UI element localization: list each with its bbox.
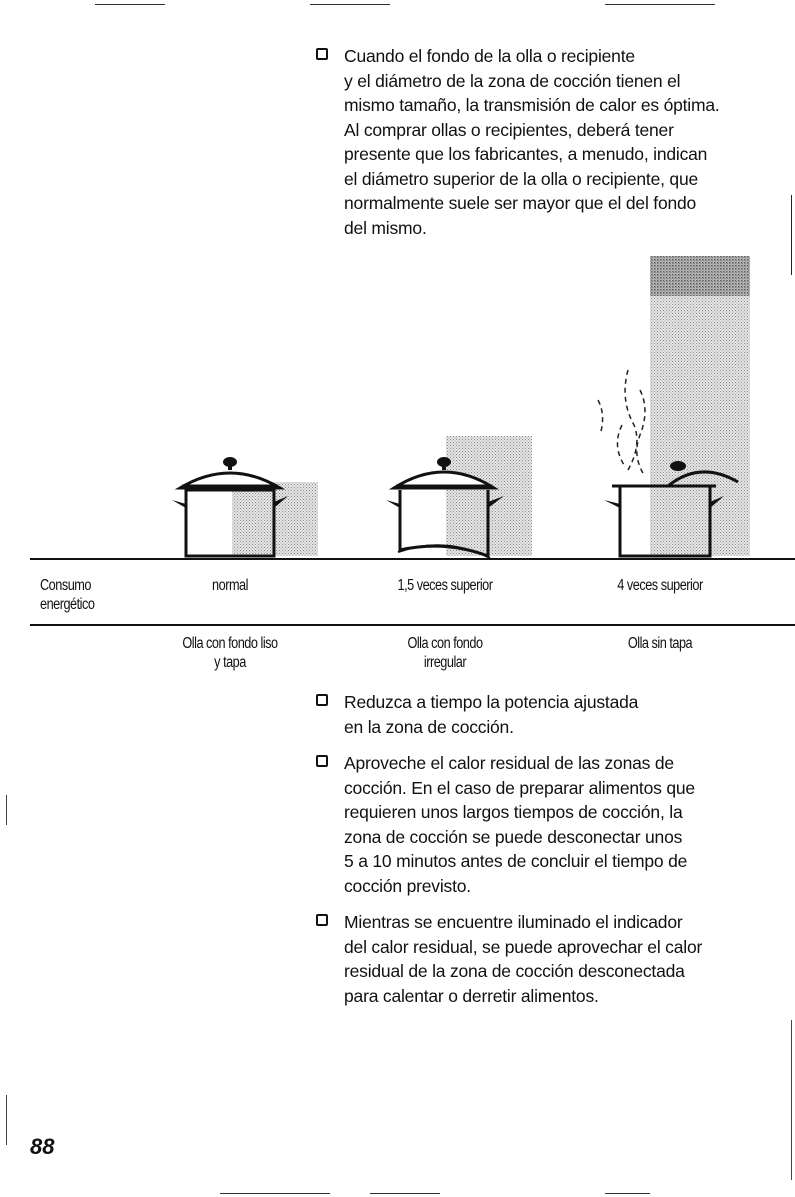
caption-pot-no-lid: Olla sin tapa	[627, 635, 693, 652]
checkbox-bullet-icon	[316, 755, 328, 767]
bullet-text: Aproveche el calor residual de las zonas…	[344, 753, 695, 896]
pot-flat-with-lid-icon	[172, 457, 288, 558]
bullet-text: Mientras se encuentre iluminado el indic…	[344, 912, 703, 1006]
consumption-4x: 4 veces superior	[617, 577, 703, 594]
bullet-text: Cuando el fondo de la olla o recipiente …	[344, 46, 720, 238]
checkbox-bullet-icon	[316, 48, 328, 60]
row-label-consumption: Consumo energético	[40, 577, 95, 613]
energy-consumption-illustration	[30, 256, 795, 560]
steam-icon	[597, 369, 646, 476]
bullet-text: Reduzca a tiempo la potencia ajustada en…	[344, 692, 639, 737]
page-number: 88	[30, 1134, 55, 1159]
bullet-item: Aproveche el calor residual de las zonas…	[316, 751, 776, 898]
energy-bar-4x	[650, 256, 750, 556]
bullet-item: Reduzca a tiempo la potencia ajustada en…	[316, 690, 776, 739]
divider	[30, 624, 795, 626]
consumption-1-5x: 1,5 veces superior	[397, 577, 493, 594]
bullet-item: Cuando el fondo de la olla o recipiente …	[316, 44, 776, 240]
tips-bullet-list: Reduzca a tiempo la potencia ajustada en…	[316, 690, 776, 1008]
bullet-item: Mientras se encuentre iluminado el indic…	[316, 910, 776, 1008]
checkbox-bullet-icon	[316, 914, 328, 926]
consumption-normal: normal	[212, 577, 248, 594]
checkbox-bullet-icon	[316, 694, 328, 706]
pot-without-lid-icon	[604, 461, 739, 558]
pot-uneven-bottom-icon	[386, 457, 504, 559]
caption-pot-uneven: Olla con fondo irregular	[407, 635, 483, 671]
intro-bullet-list: Cuando el fondo de la olla o recipiente …	[316, 44, 776, 240]
caption-pot-flat: Olla con fondo liso y tapa	[182, 635, 278, 671]
